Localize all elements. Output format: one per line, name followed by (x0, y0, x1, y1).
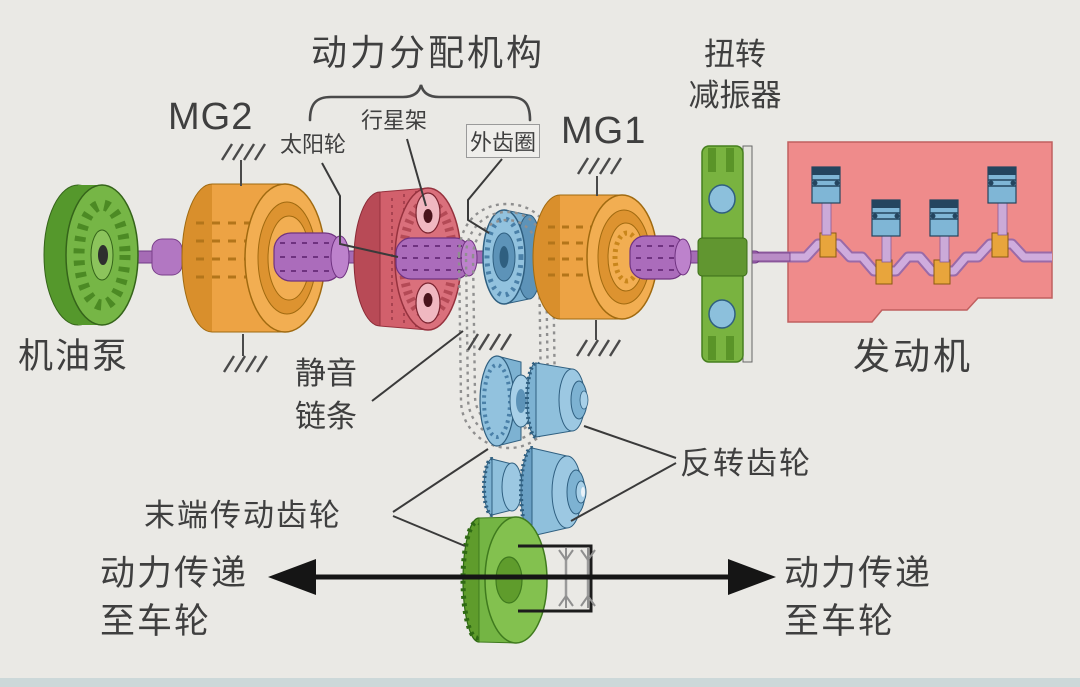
piston-icon (871, 199, 901, 263)
ground-symbol (220, 142, 267, 186)
label-power-to-wheels-right-line2: 至车轮 (784, 602, 896, 641)
mg2-rotor-shaft (273, 232, 350, 282)
label-torsional-damper-line1: 扭转 (704, 37, 766, 72)
label-torsional-damper-line2: 减振器 (688, 78, 782, 113)
sun-gear-leader-line (321, 162, 399, 258)
counter-gear-leader-line (570, 462, 677, 522)
label-engine: 发动机 (853, 336, 973, 377)
leader-lines (321, 138, 677, 547)
label-silent-chain: 静音 链条 (283, 352, 369, 438)
mg2-motor (181, 183, 350, 333)
engine-block (745, 141, 1053, 323)
counter-gear-small (482, 457, 523, 517)
planet-gear-icon (415, 192, 441, 234)
chain-driven-sprocket (479, 355, 533, 447)
oil-pump-gear (43, 184, 139, 326)
label-oil-pump: 机油泵 (18, 337, 130, 376)
power-arrow (268, 559, 776, 595)
label-planet-carrier: 行星架 (361, 108, 428, 133)
label-final-drive-gear: 末端传动齿轮 (144, 498, 342, 533)
damper-spring-icon (708, 299, 736, 329)
ground-symbol (575, 320, 622, 358)
label-ring-gear: 外齿圈 (466, 124, 541, 158)
label-power-to-wheels-right: 动力传递 至车轮 (784, 550, 932, 646)
final-drive-leader-line (392, 515, 466, 547)
arrow-right-head (728, 559, 776, 595)
label-power-to-wheels-left: 动力传递 至车轮 (100, 550, 248, 646)
ring-gear-leader-line (467, 158, 503, 234)
mg1-rotor-shaft (629, 235, 692, 280)
label-power-to-wheels-right-line1: 动力传递 (784, 554, 933, 593)
piston-icon (929, 199, 959, 263)
label-power-to-wheels-left-line2: 至车轮 (100, 602, 212, 641)
ring-gear-sprocket (482, 209, 543, 305)
label-sun-gear: 太阳轮 (280, 132, 347, 157)
torsional-damper (697, 145, 753, 363)
label-mg1: MG1 (561, 110, 647, 152)
damper-spring-icon (708, 184, 736, 214)
piston-icon (811, 166, 841, 236)
label-torsional-damper: 扭转 减振器 (655, 34, 815, 116)
sun-gear-shaft (395, 237, 478, 280)
planet-carrier-leader-line (406, 138, 427, 207)
final-drive-green-gear (460, 516, 548, 644)
crank-journals (819, 232, 1009, 285)
piston-icon (987, 166, 1017, 236)
bottom-strip (0, 678, 1080, 687)
label-silent-chain-line1: 静音 (295, 356, 357, 391)
brace (308, 84, 532, 122)
arrow-left-head (268, 559, 316, 595)
silent-chain-leader-line (371, 330, 464, 402)
counter-gear-large (519, 446, 587, 538)
planet-gear-icon (415, 282, 441, 324)
label-mg2: MG2 (168, 96, 254, 138)
counter-gear-leader-line (583, 425, 677, 459)
ground-symbol (576, 156, 623, 196)
label-power-split-title: 动力分配机构 (310, 32, 545, 73)
ground-symbol (222, 334, 269, 374)
label-silent-chain-line2: 链条 (295, 399, 357, 434)
label-power-to-wheels-left-line1: 动力传递 (100, 554, 249, 593)
mg1-motor (532, 194, 692, 320)
label-counter-gear: 反转齿轮 (680, 446, 812, 481)
planetary-gear-set (353, 187, 478, 331)
counter-gear-upper (525, 361, 589, 439)
final-drive-leader-line (392, 448, 489, 513)
